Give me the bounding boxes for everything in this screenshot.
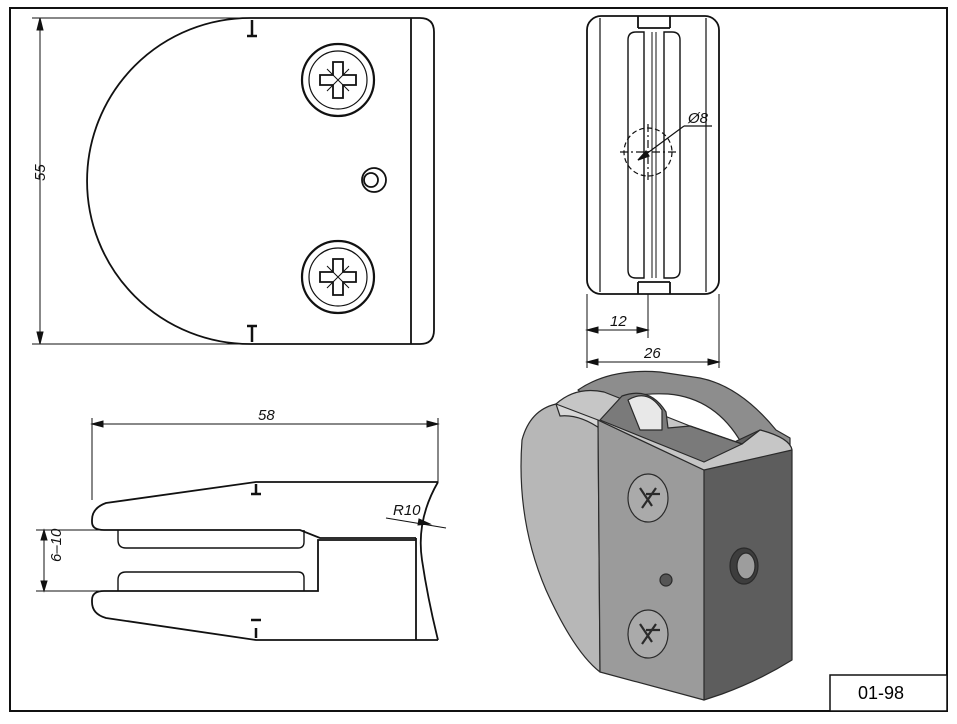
dimension-depth-total-label: 26 xyxy=(643,345,661,362)
drawing-code: 01-98 xyxy=(858,683,904,703)
dimension-hole-label: Ø8 xyxy=(687,110,709,127)
iso-screw-top-icon xyxy=(627,473,669,523)
dimension-height xyxy=(32,17,250,345)
dimension-depth-inner xyxy=(585,294,650,338)
dimension-glass-thickness-label: 6–10 xyxy=(48,528,65,562)
isometric-view xyxy=(520,370,793,701)
hidden-hole xyxy=(620,124,712,180)
front-view xyxy=(86,17,435,345)
dimension-radius xyxy=(385,517,447,529)
side-view xyxy=(586,15,720,295)
top-view xyxy=(91,481,439,641)
dimension-depth-inner-label: 12 xyxy=(610,313,627,330)
dimension-width-label: 58 xyxy=(258,407,275,424)
sheet-border xyxy=(9,7,948,712)
dimension-depth-total xyxy=(585,294,721,368)
dimension-width xyxy=(90,418,440,500)
screw-bottom-icon xyxy=(300,239,376,315)
dimension-height-label: 55 xyxy=(32,164,49,181)
dimension-glass-thickness xyxy=(36,528,118,593)
dimension-radius-label: R10 xyxy=(393,502,421,519)
iso-screw-bottom-icon xyxy=(627,609,669,659)
screw-top-icon xyxy=(300,42,376,118)
title-block xyxy=(829,674,948,712)
